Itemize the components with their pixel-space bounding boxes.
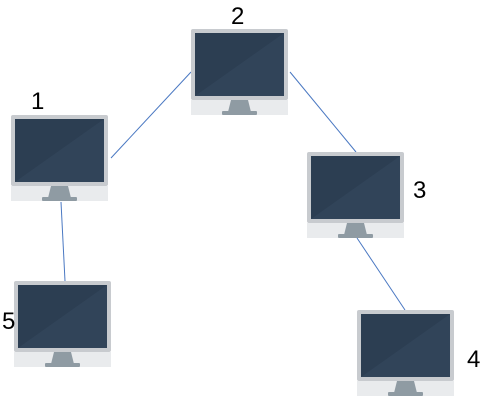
nodes-layer bbox=[11, 29, 454, 396]
node-1-monitor-icon bbox=[11, 115, 108, 201]
node-label-1: 1 bbox=[31, 88, 45, 115]
node-4-monitor-icon bbox=[357, 310, 454, 396]
node-label-3: 3 bbox=[413, 177, 427, 204]
node-label-5: 5 bbox=[2, 308, 16, 335]
node-label-4: 4 bbox=[467, 346, 481, 373]
link-1-5 bbox=[60, 201, 66, 282]
node-5-monitor-icon bbox=[14, 281, 111, 367]
node-label-2: 2 bbox=[231, 3, 245, 30]
node-3-monitor-icon bbox=[307, 152, 404, 238]
link-2-3 bbox=[289, 71, 357, 153]
node-2-monitor-icon bbox=[191, 29, 288, 115]
link-3-4 bbox=[356, 237, 406, 311]
links-layer bbox=[60, 71, 406, 311]
link-1-2 bbox=[110, 71, 192, 159]
